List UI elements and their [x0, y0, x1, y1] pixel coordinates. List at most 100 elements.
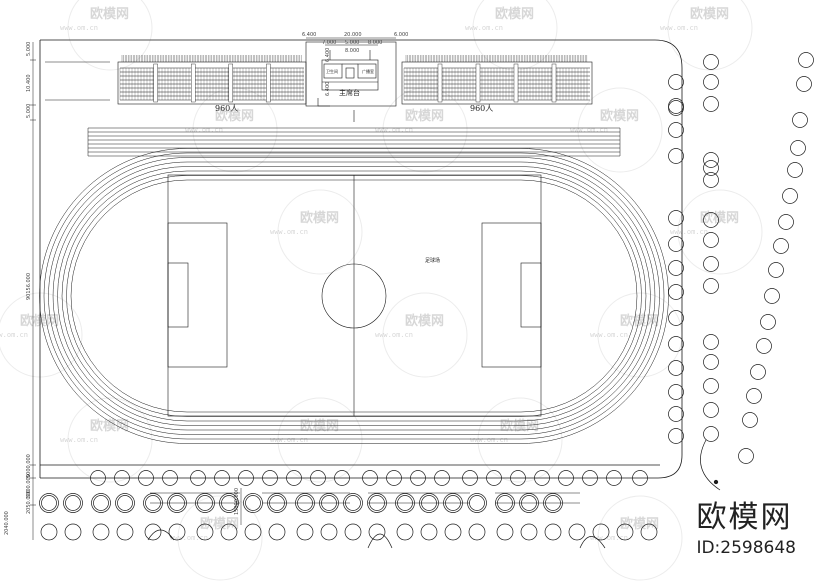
trees — [39, 52, 814, 541]
tree — [787, 162, 803, 178]
room-label-1: 卫生间 — [326, 68, 338, 74]
bottom-paths — [147, 439, 721, 549]
watermark-text: 欧模网 — [600, 108, 639, 124]
football-pitch — [167, 110, 542, 417]
tree — [243, 493, 263, 513]
tree — [606, 470, 622, 486]
dim-bottom-left-3: 2050.000 — [26, 490, 32, 514]
tree — [668, 122, 684, 138]
watermark: 欧模网 www.om.cn — [170, 495, 263, 581]
dim-stand-depth: 6.400 — [325, 48, 331, 62]
field-label: 足球场 — [425, 257, 440, 264]
tree — [703, 426, 719, 442]
tree-canopy — [41, 495, 57, 511]
tree — [703, 96, 719, 112]
tree — [468, 523, 486, 541]
tree-canopy — [469, 495, 485, 511]
capacity-left-label: 960人 — [215, 104, 238, 113]
tree — [798, 52, 814, 68]
dim-left-3: 5.000 — [26, 104, 32, 118]
tree — [368, 523, 386, 541]
tree — [91, 493, 111, 513]
tree — [196, 523, 214, 541]
grandstand-left — [117, 55, 307, 105]
watermark-url: www.om.cn — [375, 126, 413, 134]
tree — [703, 354, 719, 370]
watermark-text: 欧模网 — [200, 516, 239, 532]
tree — [467, 493, 487, 513]
tree — [668, 260, 684, 276]
watermark-url: www.om.cn — [0, 331, 28, 339]
running-track — [39, 148, 669, 444]
tree — [616, 523, 634, 541]
tree — [238, 470, 254, 486]
dim-top-sub-2: 5.000 — [345, 40, 359, 46]
tree — [396, 523, 414, 541]
tree — [310, 470, 326, 486]
watermark-text: 欧模网 — [90, 418, 129, 434]
tree — [640, 523, 658, 541]
tree — [738, 448, 754, 464]
dim-bottom-mid: 15000.000 — [234, 488, 240, 515]
tree — [410, 470, 426, 486]
dim-left-1: 5.000 — [26, 42, 32, 56]
tree — [703, 232, 719, 248]
watermark-url: www.om.cn — [170, 534, 208, 542]
watermark-url: www.om.cn — [375, 331, 413, 339]
tree — [668, 284, 684, 300]
room-label-2: 广播室 — [362, 68, 374, 74]
grandstand-right — [401, 55, 593, 105]
tree — [703, 256, 719, 272]
main-stand-building — [305, 37, 397, 107]
watermark-text: 欧模网 — [90, 6, 129, 22]
left-dimension — [30, 42, 110, 540]
track-lane — [52, 161, 656, 431]
track-lane — [57, 166, 651, 426]
tree — [168, 523, 186, 541]
track-lane — [43, 152, 665, 440]
tree — [792, 112, 808, 128]
tree — [668, 384, 684, 400]
watermark-text: 欧模网 — [620, 313, 659, 329]
track-lane — [66, 175, 642, 417]
watermark-url: www.om.cn — [465, 24, 503, 32]
tree — [764, 288, 780, 304]
tree — [703, 278, 719, 294]
watermark-layer: 欧模网 www.om.cn 欧模网 www.om.cn 欧模网 www.om.cn 欧模网 w… — [0, 0, 763, 581]
tree — [742, 412, 758, 428]
tree — [668, 74, 684, 90]
tree — [632, 470, 648, 486]
tree — [40, 523, 58, 541]
tree — [668, 428, 684, 444]
watermark-url: www.om.cn — [670, 228, 708, 236]
track-lane — [70, 179, 638, 413]
watermark-text: 欧模网 — [215, 108, 254, 124]
tree — [92, 523, 110, 541]
dim-top-1: 6.400 — [302, 32, 316, 38]
sprint-lanes — [87, 127, 621, 157]
tree — [703, 160, 719, 176]
tree — [386, 470, 402, 486]
tree — [420, 523, 438, 541]
tree — [668, 100, 684, 116]
watermark-text: 欧模网 — [690, 6, 729, 22]
tree — [782, 188, 798, 204]
tree — [162, 470, 178, 486]
track-lane — [39, 148, 669, 444]
watermark-url: www.om.cn — [470, 436, 508, 444]
tree — [582, 470, 598, 486]
tree — [39, 493, 59, 513]
tree — [592, 523, 610, 541]
tree — [796, 76, 812, 92]
tree — [90, 470, 106, 486]
